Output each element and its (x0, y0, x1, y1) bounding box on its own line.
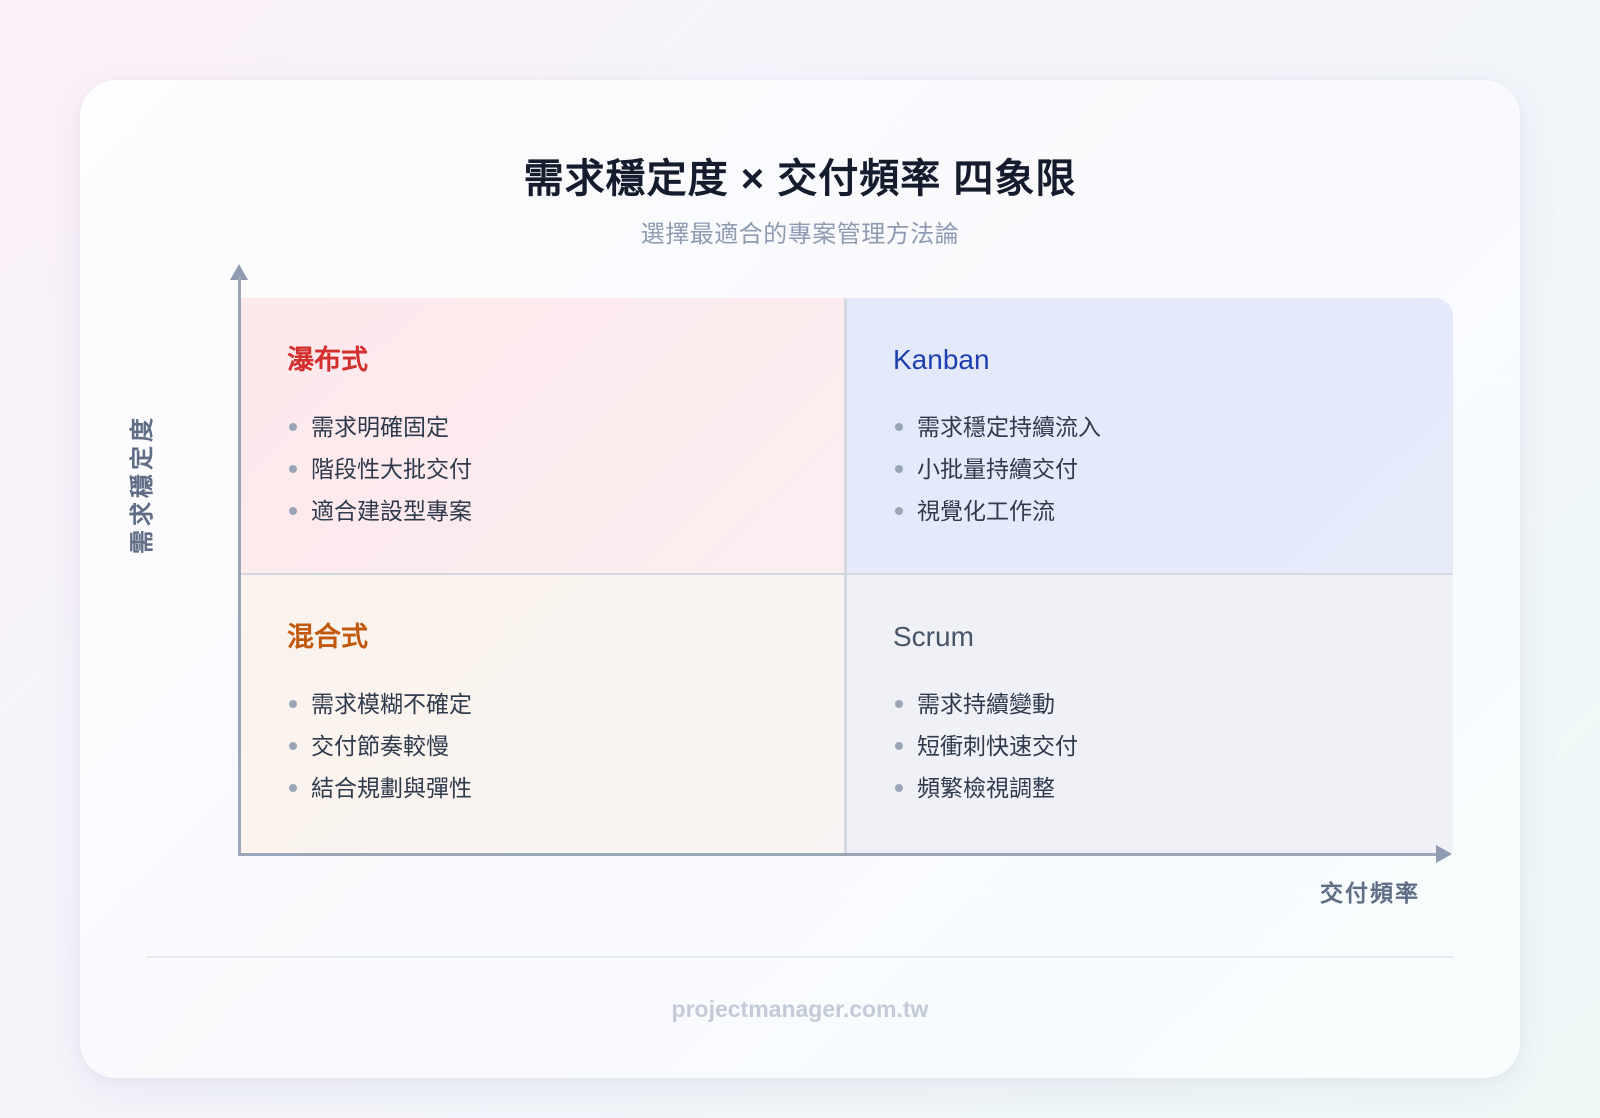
list-item-text: 需求明確固定 (311, 414, 449, 440)
list-item: 頻繁檢視調整 (893, 767, 1407, 809)
list-item-text: 需求穩定持續流入 (917, 414, 1101, 440)
quadrant-waterfall: 瀑布式 需求明確固定 階段性大批交付 適合建設型專案 (241, 298, 847, 575)
x-axis-arrow-icon (1436, 845, 1452, 863)
list-item-text: 短衝刺快速交付 (917, 733, 1078, 759)
list-item-text: 適合建設型專案 (311, 498, 472, 524)
quadrant-title: 瀑布式 (287, 345, 368, 375)
list-item: 視覺化工作流 (893, 490, 1407, 532)
quadrant-scrum: Scrum 需求持續變動 短衝刺快速交付 頻繁檢視調整 (847, 575, 1453, 853)
footer-site: projectmanager.com.tw (671, 996, 929, 1022)
list-item-text: 需求模糊不確定 (311, 691, 472, 717)
bullet-icon (895, 507, 903, 515)
list-item: 階段性大批交付 (287, 448, 798, 490)
page-title: 需求穩定度 × 交付頻率 四象限 (523, 157, 1077, 201)
diagram-card: 需求穩定度 × 交付頻率 四象限 選擇最適合的專案管理方法論 需求穩定度 瀑布式… (80, 80, 1520, 1078)
list-item: 交付節奏較慢 (287, 725, 798, 767)
quadrant-kanban: Kanban 需求穩定持續流入 小批量持續交付 視覺化工作流 (847, 298, 1453, 575)
bullet-icon (895, 700, 903, 708)
quadrant-list: 需求穩定持續流入 小批量持續交付 視覺化工作流 (893, 406, 1407, 532)
list-item: 需求穩定持續流入 (893, 406, 1407, 448)
bullet-icon (895, 423, 903, 431)
y-axis (238, 276, 241, 856)
bullet-icon (289, 784, 297, 792)
bullet-icon (895, 465, 903, 473)
quadrant-title: Kanban (893, 344, 990, 375)
list-item-text: 結合規劃與彈性 (311, 775, 472, 801)
list-item: 需求模糊不確定 (287, 683, 798, 725)
quadrant-hybrid: 混合式 需求模糊不確定 交付節奏較慢 結合規劃與彈性 (241, 575, 847, 853)
list-item-text: 頻繁檢視調整 (917, 775, 1055, 801)
list-item-text: 視覺化工作流 (917, 498, 1055, 524)
list-item: 短衝刺快速交付 (893, 725, 1407, 767)
bullet-icon (289, 507, 297, 515)
footer-divider (146, 956, 1454, 958)
list-item-text: 需求持續變動 (917, 691, 1055, 717)
page-subtitle: 選擇最適合的專案管理方法論 (640, 221, 960, 248)
quadrant-title: Scrum (893, 621, 974, 652)
list-item: 適合建設型專案 (287, 490, 798, 532)
list-item-text: 階段性大批交付 (311, 456, 472, 482)
list-item-text: 小批量持續交付 (917, 456, 1078, 482)
list-item: 需求明確固定 (287, 406, 798, 448)
list-item: 結合規劃與彈性 (287, 767, 798, 809)
quadrant-list: 需求明確固定 階段性大批交付 適合建設型專案 (287, 406, 798, 532)
x-axis (238, 853, 1438, 856)
x-axis-label: 交付頻率 (1320, 880, 1420, 906)
bullet-icon (289, 742, 297, 750)
bullet-icon (289, 423, 297, 431)
y-axis-label: 需求穩定度 (129, 414, 156, 554)
quadrant-list: 需求模糊不確定 交付節奏較慢 結合規劃與彈性 (287, 683, 798, 809)
bullet-icon (289, 465, 297, 473)
list-item: 小批量持續交付 (893, 448, 1407, 490)
y-axis-arrow-icon (230, 264, 248, 280)
bullet-icon (895, 742, 903, 750)
list-item-text: 交付節奏較慢 (311, 733, 449, 759)
list-item: 需求持續變動 (893, 683, 1407, 725)
quadrant-list: 需求持續變動 短衝刺快速交付 頻繁檢視調整 (893, 683, 1407, 809)
bullet-icon (895, 784, 903, 792)
bullet-icon (289, 700, 297, 708)
quadrant-grid: 瀑布式 需求明確固定 階段性大批交付 適合建設型專案 Kanban 需求穩定持續… (241, 298, 1453, 853)
quadrant-title: 混合式 (287, 622, 368, 652)
